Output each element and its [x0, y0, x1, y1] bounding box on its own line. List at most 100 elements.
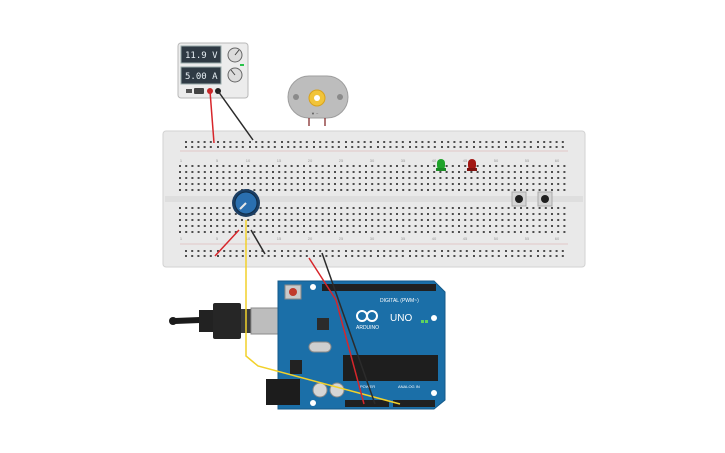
- breadboard-hole[interactable]: [228, 231, 231, 233]
- breadboard-hole[interactable]: [284, 219, 287, 221]
- wire-pot-black[interactable]: [250, 229, 266, 255]
- breadboard-hole[interactable]: [479, 146, 482, 148]
- breadboard-hole[interactable]: [216, 177, 219, 179]
- breadboard-hole[interactable]: [293, 250, 296, 252]
- breadboard-hole[interactable]: [309, 189, 312, 191]
- breadboard-hole[interactable]: [482, 177, 485, 179]
- breadboard-hole[interactable]: [296, 183, 299, 185]
- breadboard-hole[interactable]: [365, 213, 367, 215]
- breadboard-hole[interactable]: [185, 183, 188, 185]
- breadboard-hole[interactable]: [543, 255, 546, 257]
- breadboard-hole[interactable]: [526, 165, 529, 167]
- breadboard-hole[interactable]: [451, 189, 454, 191]
- breadboard-hole[interactable]: [346, 171, 349, 173]
- breadboard-hole[interactable]: [210, 177, 212, 179]
- breadboard-hole[interactable]: [414, 171, 417, 173]
- breadboard-hole[interactable]: [501, 171, 504, 173]
- breadboard-hole[interactable]: [284, 189, 287, 191]
- breadboard-hole[interactable]: [371, 207, 374, 209]
- breadboard-hole[interactable]: [222, 171, 225, 173]
- breadboard-hole[interactable]: [185, 250, 187, 252]
- breadboard-hole[interactable]: [557, 213, 560, 215]
- breadboard-hole[interactable]: [229, 141, 232, 143]
- breadboard-hole[interactable]: [185, 165, 188, 167]
- breadboard-hole[interactable]: [549, 255, 552, 257]
- breadboard-hole[interactable]: [278, 213, 281, 215]
- breadboard-hole[interactable]: [414, 225, 417, 227]
- breadboard-hole[interactable]: [209, 141, 212, 143]
- breadboard-hole[interactable]: [313, 146, 315, 148]
- breadboard-hole[interactable]: [563, 225, 566, 227]
- breadboard-hole[interactable]: [511, 255, 514, 257]
- breadboard-hole[interactable]: [427, 165, 429, 167]
- breadboard-hole[interactable]: [334, 225, 336, 227]
- breadboard-hole[interactable]: [511, 146, 514, 148]
- breadboard-hole[interactable]: [537, 255, 539, 257]
- breadboard-hole[interactable]: [433, 225, 436, 227]
- breadboard-hole[interactable]: [185, 141, 187, 143]
- breadboard-hole[interactable]: [216, 189, 219, 191]
- breadboard-hole[interactable]: [327, 231, 330, 233]
- breadboard-hole[interactable]: [191, 183, 194, 185]
- breadboard-hole[interactable]: [389, 219, 392, 221]
- breadboard-hole[interactable]: [296, 189, 299, 191]
- breadboard-hole[interactable]: [401, 146, 404, 148]
- breadboard-hole[interactable]: [501, 219, 504, 221]
- breadboard-hole[interactable]: [561, 146, 564, 148]
- breadboard-hole[interactable]: [507, 231, 510, 233]
- breadboard-hole[interactable]: [377, 207, 380, 209]
- breadboard-hole[interactable]: [313, 255, 315, 257]
- breadboard-hole[interactable]: [464, 171, 467, 173]
- breadboard-hole[interactable]: [396, 231, 398, 233]
- breadboard-hole[interactable]: [234, 189, 237, 191]
- breadboard-hole[interactable]: [555, 250, 558, 252]
- breadboard-hole[interactable]: [191, 177, 194, 179]
- breadboard-hole[interactable]: [489, 219, 491, 221]
- breadboard-hole[interactable]: [197, 250, 200, 252]
- breadboard-hole[interactable]: [290, 165, 293, 167]
- breadboard-hole[interactable]: [465, 146, 468, 148]
- breadboard-hole[interactable]: [241, 171, 243, 173]
- breadboard-hole[interactable]: [377, 250, 379, 252]
- breadboard-hole[interactable]: [357, 250, 360, 252]
- breadboard-hole[interactable]: [272, 189, 274, 191]
- breadboard[interactable]: 1 5 10 15 20 25 30 35 40 45 50 55 60 1 5…: [162, 130, 586, 268]
- breadboard-hole[interactable]: [222, 219, 225, 221]
- breadboard-hole[interactable]: [203, 231, 206, 233]
- breadboard-hole[interactable]: [476, 165, 479, 167]
- breadboard-hole[interactable]: [321, 219, 324, 221]
- breadboard-hole[interactable]: [476, 231, 479, 233]
- breadboard-hole[interactable]: [464, 207, 467, 209]
- breadboard-hole[interactable]: [377, 231, 380, 233]
- breadboard-hole[interactable]: [325, 141, 328, 143]
- breadboard-hole[interactable]: [346, 213, 349, 215]
- breadboard-hole[interactable]: [203, 213, 206, 215]
- breadboard-hole[interactable]: [334, 207, 336, 209]
- breadboard-hole[interactable]: [517, 146, 520, 148]
- breadboard-hole[interactable]: [557, 183, 560, 185]
- breadboard-hole[interactable]: [272, 225, 274, 227]
- breadboard-hole[interactable]: [352, 189, 355, 191]
- breadboard-hole[interactable]: [309, 183, 312, 185]
- breadboard-hole[interactable]: [495, 225, 498, 227]
- breadboard-hole[interactable]: [191, 189, 194, 191]
- breadboard-hole[interactable]: [501, 165, 504, 167]
- breadboard-hole[interactable]: [309, 225, 312, 227]
- breadboard-hole[interactable]: [241, 231, 243, 233]
- breadboard-hole[interactable]: [464, 183, 467, 185]
- breadboard-hole[interactable]: [389, 183, 392, 185]
- breadboard-hole[interactable]: [272, 177, 274, 179]
- breadboard-hole[interactable]: [497, 255, 500, 257]
- arduino-uno[interactable]: DIGITAL (PWM~) ARDUINO UNO POWER ANALOG …: [266, 280, 446, 410]
- breadboard-hole[interactable]: [538, 183, 541, 185]
- breadboard-hole[interactable]: [358, 225, 361, 227]
- breadboard-hole[interactable]: [544, 213, 547, 215]
- breadboard-hole[interactable]: [485, 255, 488, 257]
- breadboard-hole[interactable]: [241, 219, 243, 221]
- breadboard-hole[interactable]: [532, 189, 535, 191]
- breadboard-hole[interactable]: [441, 141, 443, 143]
- breadboard-hole[interactable]: [234, 219, 237, 221]
- breadboard-hole[interactable]: [309, 213, 312, 215]
- breadboard-hole[interactable]: [358, 231, 361, 233]
- breadboard-hole[interactable]: [549, 146, 552, 148]
